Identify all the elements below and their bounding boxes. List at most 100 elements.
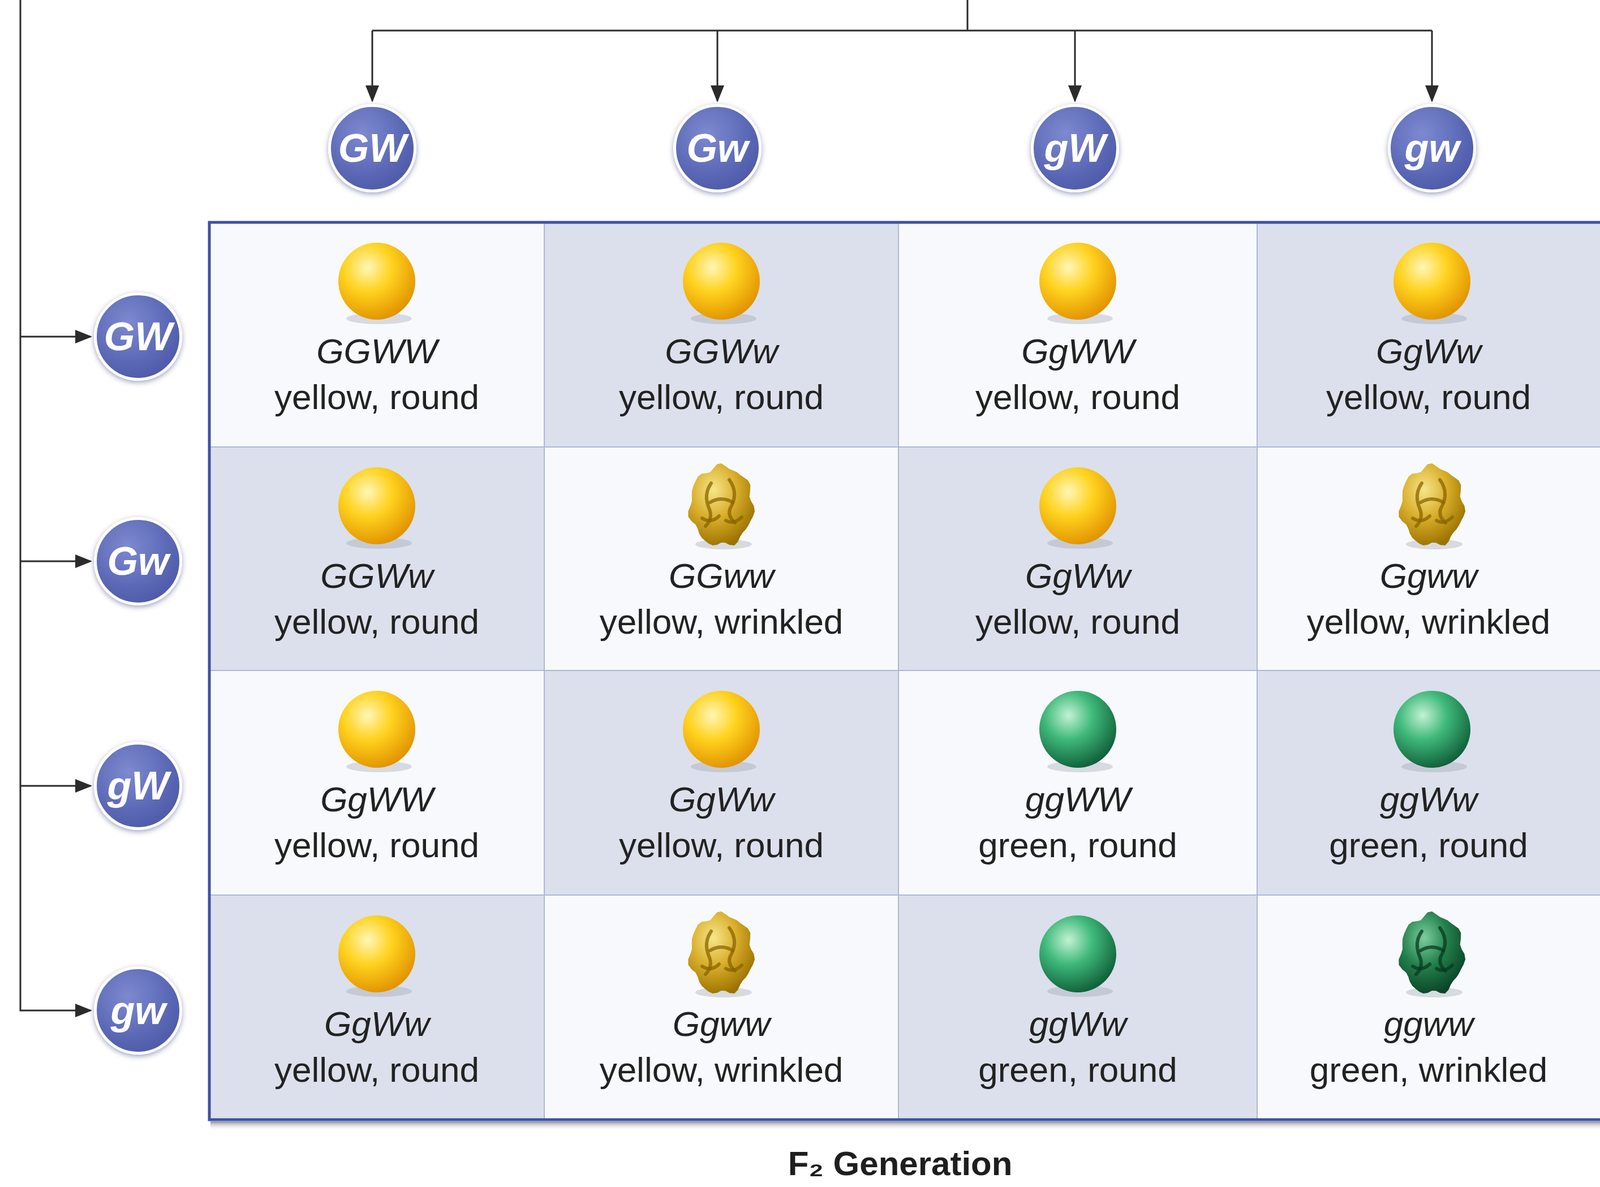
round-pea <box>682 242 760 320</box>
text-row: ggWW <box>904 776 1252 823</box>
punnett-cell: GGWwyellow, round <box>209 446 545 671</box>
gamete-circle: Gw <box>673 104 762 193</box>
cell-text: GGww <box>668 553 774 600</box>
grid-shadow <box>210 1121 1600 1131</box>
cell-ground <box>1257 670 1600 896</box>
wire <box>20 0 91 1011</box>
gamete-label: Gw <box>107 541 170 582</box>
cell-text: ggWw <box>1029 1001 1127 1048</box>
text-row: yellow, round <box>214 1047 539 1094</box>
cell-text: yellow, round <box>618 822 824 869</box>
wrinkled-pea <box>687 463 755 546</box>
text-row: yellow, round <box>549 374 893 421</box>
pea-crease <box>1420 947 1444 951</box>
punnett-cell: GgWWyellow, round <box>209 670 545 896</box>
text-row: yellow, round <box>549 822 893 869</box>
cell-ground <box>544 895 899 1120</box>
round-pea <box>338 467 416 545</box>
round-pea <box>682 690 760 768</box>
cell-text: ggWw <box>1379 776 1478 823</box>
cell-text: ggWW <box>1025 776 1131 823</box>
cell-text: green, wrinkled <box>1309 1047 1548 1094</box>
wire <box>1074 30 1077 101</box>
round-pea <box>1039 467 1117 545</box>
round-pea <box>1039 242 1117 320</box>
cell-ground <box>209 222 545 447</box>
text-row: yellow, round <box>214 599 539 645</box>
wire <box>20 785 91 787</box>
cell-ground <box>1257 895 1600 1120</box>
text-row: GGWw <box>549 328 893 375</box>
pea-crease <box>702 964 720 969</box>
text-row: Ggww <box>549 1001 893 1048</box>
punnett-cell: Ggwwyellow, wrinkled <box>1257 446 1600 671</box>
cell-ground <box>898 670 1258 896</box>
cell-ground <box>209 895 545 1120</box>
text-row: GGww <box>549 553 893 600</box>
round-pea <box>1393 242 1471 320</box>
gamete-circle: GW <box>328 104 417 193</box>
text-row: GgWw <box>904 553 1252 600</box>
text-row: GgWw <box>549 776 893 823</box>
cell-text: GgWw <box>324 1001 430 1048</box>
punnett-cell: GgWwyellow, round <box>1257 222 1600 447</box>
punnett-cell: ggWwgreen, round <box>898 895 1258 1120</box>
round-pea <box>338 690 416 768</box>
punnett-cell: ggWwgreen, round <box>1257 670 1600 896</box>
text-row: GGWW <box>214 328 539 375</box>
wrinkled-pea <box>1398 911 1466 994</box>
text-row: yellow, wrinkled <box>1262 599 1595 645</box>
gamete-label: gW <box>107 766 170 806</box>
punnett-cell: Ggwwyellow, wrinkled <box>544 895 899 1120</box>
pea-crease <box>1436 517 1453 523</box>
pea-crease <box>725 517 742 523</box>
wire <box>1431 30 1434 101</box>
cell-ground <box>544 222 899 447</box>
gamete-circle: gw <box>1387 104 1477 193</box>
cell-text: yellow, round <box>274 374 480 421</box>
cell-text: yellow, round <box>274 822 480 869</box>
cell-text: yellow, round <box>1326 374 1531 421</box>
text-row: ggWw <box>904 1001 1252 1048</box>
text-row: yellow, round <box>214 822 539 869</box>
pea-crease <box>1412 515 1430 521</box>
round-pea <box>1039 690 1117 768</box>
cell-ground <box>1257 222 1600 447</box>
wrinkled-pea <box>687 911 755 994</box>
cell-ground <box>898 446 1258 671</box>
wire <box>716 30 719 101</box>
pea-crease <box>702 515 720 521</box>
cell-text: GgWw <box>1375 328 1482 375</box>
pea-crease <box>710 947 733 951</box>
text-row: yellow, round <box>904 374 1252 421</box>
cell-text: green, round <box>978 1047 1178 1094</box>
cell-text: yellow, round <box>618 374 824 421</box>
text-row: GgWW <box>904 328 1252 375</box>
text-row: yellow, round <box>1262 374 1595 421</box>
text-row: green, wrinkled <box>1262 1047 1595 1094</box>
pea-crease <box>1412 964 1430 969</box>
punnett-cell: GgWwyellow, round <box>898 446 1258 671</box>
text-row: green, round <box>904 1047 1252 1094</box>
pea-crease <box>710 499 733 503</box>
text-row: ggww <box>1262 1001 1595 1048</box>
text-row: GgWW <box>214 776 539 823</box>
punnett-cell: GGWwyellow, round <box>544 222 899 447</box>
cell-text: GgWw <box>1025 553 1131 600</box>
text-row: yellow, wrinkled <box>549 1047 893 1094</box>
wire <box>372 29 1432 32</box>
cell-text: yellow, wrinkled <box>599 1047 844 1094</box>
cell-text: Ggww <box>672 1001 771 1048</box>
cell-text: yellow, round <box>274 1047 480 1094</box>
pea-illustrations <box>338 242 1471 998</box>
gamete-label: Gw <box>686 128 749 169</box>
pea-crease <box>1420 499 1444 503</box>
gamete-wires <box>20 0 1432 1011</box>
text-row: GGWw <box>214 553 539 600</box>
gamete-label: gW <box>1044 128 1107 169</box>
punnett-cell: GgWWyellow, round <box>898 222 1258 447</box>
figure-title: F₂ Generation <box>0 1143 1600 1184</box>
text-row: ggWw <box>1262 776 1595 823</box>
pea-crease <box>725 965 742 971</box>
cell-text: GGWW <box>316 328 438 375</box>
